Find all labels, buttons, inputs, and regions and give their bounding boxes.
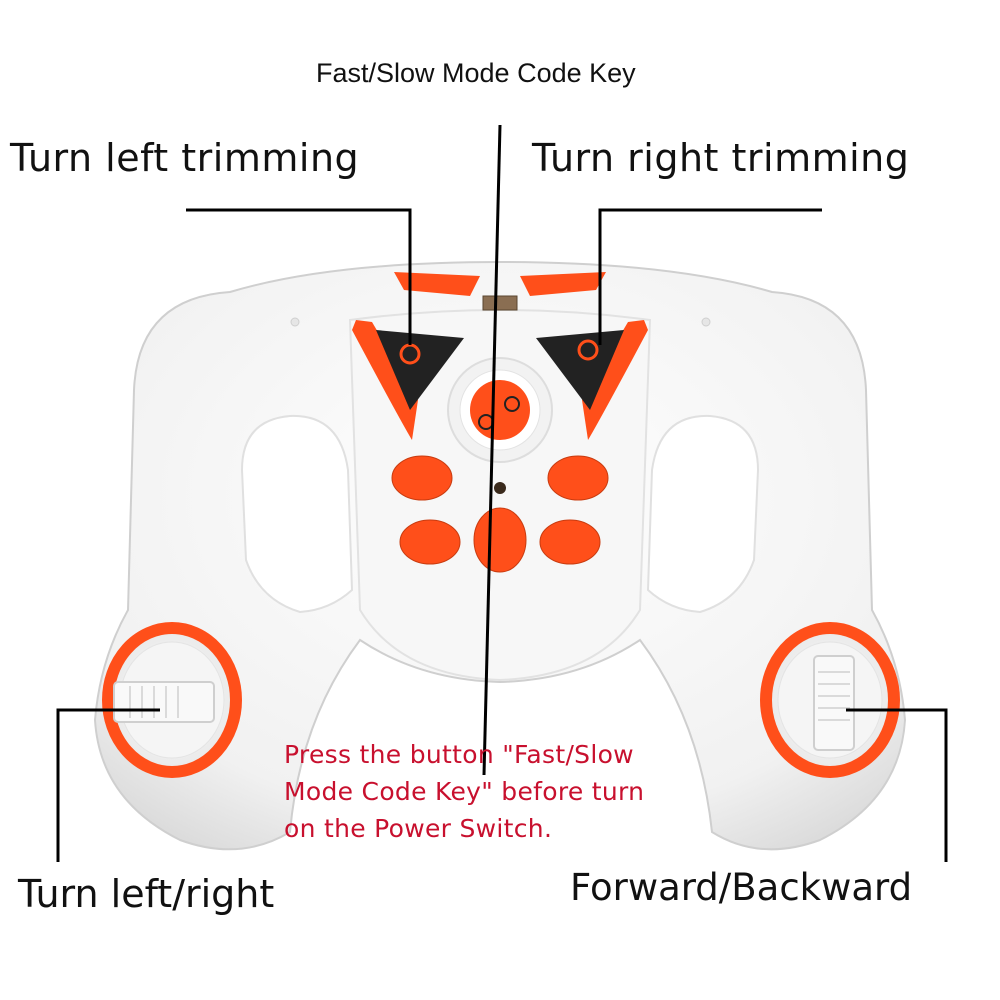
turn-right-trim-button[interactable]: [536, 330, 624, 410]
code-key-icon-right: [504, 396, 520, 412]
leader-line-fast-slow: [482, 124, 502, 776]
power-switch[interactable]: [482, 295, 518, 311]
left-stick[interactable]: [113, 681, 215, 723]
fast-slow-code-key-button[interactable]: [470, 380, 530, 440]
fast-slow-mode-code-key-label: Fast/Slow Mode Code Key: [316, 58, 636, 88]
power-switch-instruction-note: Press the button "Fast/Slow Mode Code Ke…: [284, 736, 644, 847]
button-upper-right[interactable]: [547, 455, 609, 501]
top-right-stripe: [520, 272, 606, 296]
right-stick-ring: [760, 622, 900, 778]
right-stick[interactable]: [813, 655, 855, 751]
button-lower-center[interactable]: [473, 507, 527, 573]
left-stick-ring: [102, 622, 242, 778]
screw-left: [290, 317, 300, 327]
leader-line-forward-backward: [846, 708, 948, 862]
note-line: Mode Code Key" before turn: [284, 777, 645, 806]
button-upper-left[interactable]: [391, 455, 453, 501]
note-line: Press the button "Fast/Slow: [284, 740, 634, 769]
top-left-stripe: [394, 272, 480, 296]
right-trim-gear-icon: [577, 339, 599, 361]
turn-left-trim-button[interactable]: [376, 330, 464, 410]
left-handle-inner-edge: [240, 414, 354, 614]
leader-line-turn-right-trimming: [598, 208, 822, 345]
turn-right-trim-button-rim: [582, 320, 648, 440]
turn-right-trimming-label: Turn right trimming: [532, 136, 910, 180]
leader-line-turn-left-trimming: [186, 208, 412, 345]
indicator-light: [494, 482, 506, 494]
turn-left-right-label: Turn left/right: [18, 872, 275, 916]
right-handle-inner-edge: [646, 414, 760, 614]
leader-line-turn-left-right: [56, 708, 160, 862]
button-lower-left[interactable]: [399, 519, 461, 565]
turn-left-trimming-label: Turn left trimming: [10, 136, 360, 180]
forward-backward-label: Forward/Backward: [570, 866, 913, 909]
button-lower-right[interactable]: [539, 519, 601, 565]
screw-right: [701, 317, 711, 327]
turn-left-trim-button-rim: [352, 320, 418, 440]
note-line: on the Power Switch.: [284, 814, 553, 843]
